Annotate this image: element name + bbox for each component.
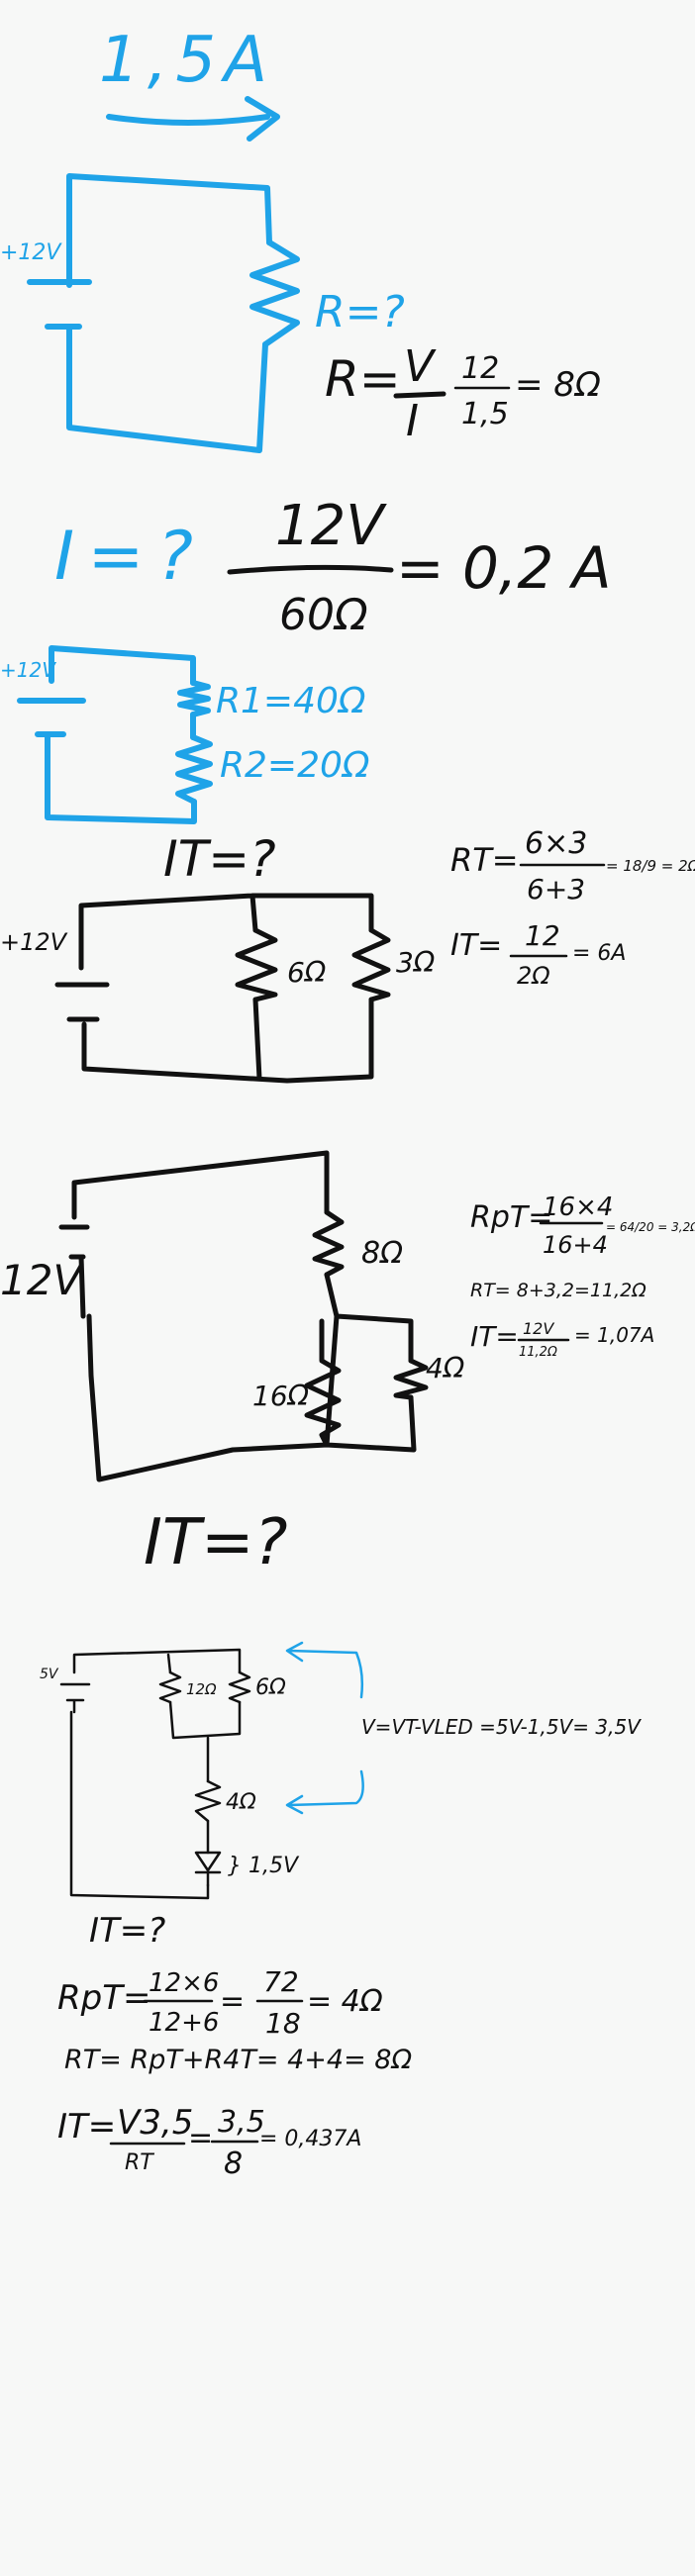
section-parallel-circuit: IT=? +12V 6Ω 3Ω RT= 6×3 6+3 = 18/9 = 2Ω … bbox=[0, 826, 695, 1084]
rt-3-num: 6×3 bbox=[525, 826, 587, 861]
r4-top-label: 8Ω bbox=[361, 1236, 403, 1271]
r3b-label: 3Ω bbox=[396, 946, 436, 979]
rpt-5-num: 12×6 bbox=[149, 1968, 219, 1998]
eq-1-i: I bbox=[406, 396, 419, 446]
resistor-1-label: R=? bbox=[315, 287, 405, 337]
rt-4-line: RT= 8+3,2=11,2Ω bbox=[470, 1280, 646, 1301]
circuit-5-wire bbox=[69, 1648, 242, 1900]
eq-1-v: V bbox=[404, 341, 437, 392]
source-4-label: 12V bbox=[0, 1256, 84, 1304]
it-4-title: IT=? bbox=[144, 1506, 288, 1579]
it-5-num2: 3,5 bbox=[218, 2105, 265, 2140]
circuit-4-wire bbox=[71, 1150, 417, 1482]
rpt-5-result: = 4Ω bbox=[307, 1984, 383, 2019]
eq-1-den: 1,5 bbox=[461, 397, 509, 431]
r5b-label: 6Ω bbox=[255, 1675, 286, 1700]
it-5-mid: = bbox=[188, 2121, 213, 2155]
it-4-result: = 1,07A bbox=[574, 1323, 654, 1347]
battery-4 bbox=[58, 1224, 90, 1319]
r5a-label: 12Ω bbox=[186, 1680, 217, 1698]
resistor-3ohm bbox=[351, 927, 391, 1002]
rt-3-lhs: RT= bbox=[450, 841, 519, 879]
eq-2-result: = 0,2 A bbox=[396, 534, 611, 602]
source-1-label: +12V bbox=[0, 240, 62, 265]
source-3-label: +12V bbox=[0, 928, 68, 956]
it-3-den: 2Ω bbox=[517, 962, 550, 990]
rpt-5-den2: 18 bbox=[265, 2007, 301, 2040]
rpt-4-den: 16+4 bbox=[543, 1231, 608, 1259]
eq-2-lhs: I=? bbox=[54, 518, 193, 596]
eq-1-lhs: R= bbox=[325, 350, 401, 408]
section-series-circuit: I=? 12V 60Ω = 0,2 A +12V R1=40Ω R2=20Ω bbox=[0, 494, 611, 824]
led bbox=[194, 1851, 222, 1887]
r5c-label: 4Ω bbox=[226, 1790, 256, 1815]
eq-1-num: 12 bbox=[461, 351, 499, 386]
resistor-6ohm bbox=[235, 927, 278, 1002]
r3a-label: 6Ω bbox=[287, 956, 327, 989]
source-5-label: 5V bbox=[40, 1667, 59, 1682]
it-3-result: = 6A bbox=[572, 941, 626, 966]
battery-1 bbox=[27, 279, 92, 330]
eq-2-den: 60Ω bbox=[279, 590, 368, 640]
it-4-lhs: IT= bbox=[470, 1320, 519, 1353]
section-mixed-circuit: 12V 8Ω 16Ω 4Ω IT=? RpT= 16×4 16+4 = 64/2… bbox=[0, 1150, 695, 1579]
r4-left-label: 16Ω bbox=[252, 1380, 310, 1412]
it-4-num: 12V bbox=[523, 1319, 554, 1338]
current-arrow bbox=[106, 96, 280, 142]
it-5-den2: 8 bbox=[224, 2147, 243, 2181]
resistor-r1 bbox=[177, 680, 211, 717]
resistor-6ohm-b bbox=[228, 1670, 251, 1704]
eq-1-fraction-bar-1 bbox=[393, 391, 447, 399]
section-ohm-law: 1,5A +12V R=? R= V I 12 1,5 = 8Ω bbox=[0, 24, 601, 453]
rpt-5-lhs: RpT= bbox=[57, 1978, 150, 2018]
rpt-5-num2: 72 bbox=[263, 1965, 299, 1998]
rt-3-result: = 18/9 = 2Ω bbox=[606, 857, 695, 875]
it-4-den: 11,2Ω bbox=[519, 1345, 557, 1360]
it-5-title: IT=? bbox=[89, 1911, 165, 1951]
r4-right-label: 4Ω bbox=[426, 1352, 465, 1384]
eq-2-num: 12V bbox=[275, 494, 387, 558]
battery-2 bbox=[17, 698, 86, 737]
rpt-4-lhs: RpT= bbox=[470, 1200, 552, 1235]
rpt-5-mid: = bbox=[220, 1984, 245, 2019]
rpt-5-den: 12+6 bbox=[149, 2008, 219, 2038]
circuit-3-wire bbox=[78, 893, 374, 1084]
it-5-result: = 0,437A bbox=[259, 2127, 361, 2151]
circuit-2-wire bbox=[45, 645, 197, 824]
resistor-4ohm-b bbox=[194, 1779, 222, 1823]
eq-2-fraction-bar bbox=[227, 564, 394, 575]
source-2-label: +12V bbox=[0, 658, 56, 682]
led-label: } 1,5V bbox=[228, 1854, 300, 1878]
it-5-lhs: IT= bbox=[57, 2107, 116, 2147]
resistor-1 bbox=[249, 239, 300, 347]
eq-1-result: = 8Ω bbox=[515, 365, 601, 405]
resistor-r2 bbox=[175, 734, 213, 805]
it-5-den: RT bbox=[125, 2150, 154, 2175]
it-3-num: 12 bbox=[525, 919, 560, 952]
rpt-4-result: = 64/20 = 3,2Ω bbox=[606, 1220, 695, 1234]
it-3-title: IT=? bbox=[163, 830, 276, 888]
battery-5 bbox=[59, 1682, 91, 1714]
circuit-1-wire bbox=[66, 173, 272, 453]
it-5-num: V3,5 bbox=[117, 2103, 193, 2143]
resistor-16ohm bbox=[304, 1318, 342, 1448]
resistor-8ohm bbox=[312, 1209, 345, 1278]
current-label: 1,5A bbox=[99, 24, 267, 97]
battery-3 bbox=[54, 982, 110, 1022]
rt-3-den: 6+3 bbox=[527, 873, 585, 906]
it-3-lhs: IT= bbox=[450, 928, 502, 963]
v-equation: V=VT-VLED =5V-1,5V= 3,5V bbox=[361, 1715, 642, 1739]
r2-label: R2=20Ω bbox=[220, 745, 370, 786]
section-led-circuit: 5V 12Ω 6Ω 4Ω } 1,5V V=VT-VLED =5V-1,5V= … bbox=[40, 1641, 642, 2181]
rpt-4-num: 16×4 bbox=[543, 1193, 613, 1222]
r1-label: R1=40Ω bbox=[216, 681, 366, 721]
rt-5-line: RT= RpT+R4T= 4+4= 8Ω bbox=[64, 2045, 412, 2075]
bracket-arrow bbox=[285, 1641, 364, 1815]
resistor-12ohm bbox=[158, 1670, 182, 1704]
resistor-4ohm bbox=[393, 1358, 429, 1400]
